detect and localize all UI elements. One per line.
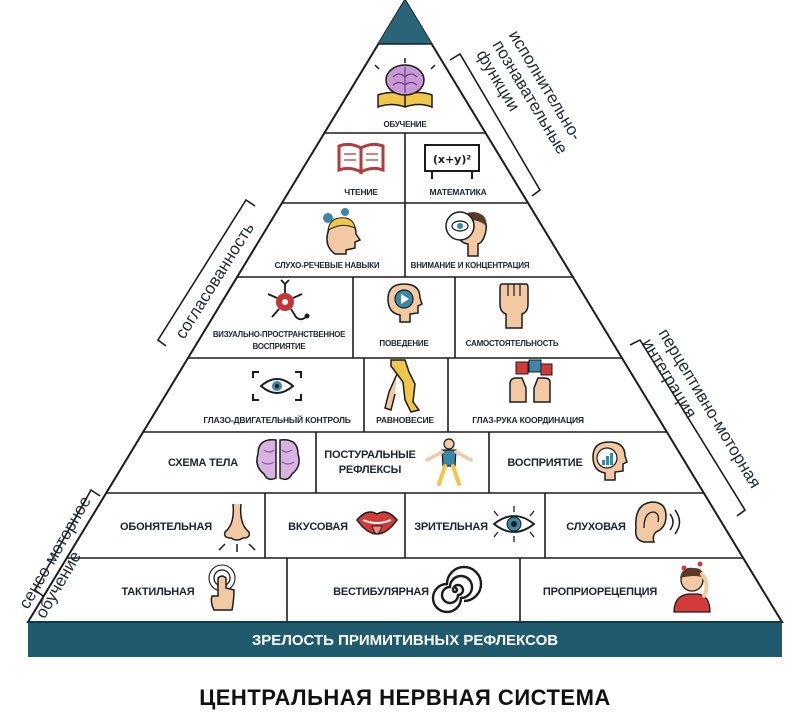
head-chart-icon (592, 441, 628, 481)
label-reading: ЧТЕНИЕ (344, 187, 378, 197)
open-book-icon (337, 142, 385, 175)
label-behavior: ПОВЕДЕНИЕ (379, 339, 429, 348)
label-visuospatial-line1: ВИЗУАЛЬНО-ПРОСТРАНСТВЕННОЕ (213, 330, 345, 339)
pyramid-apex (378, 0, 432, 44)
base-band (28, 622, 782, 657)
label-olfactory: ОБОНЯТЕЛЬНАЯ (120, 521, 212, 533)
label-vestibular: ВЕСТИБУЛЯРНАЯ (333, 586, 429, 598)
label-body-schema: СХЕМА ТЕЛА (168, 457, 238, 469)
mouth-tongue-icon (356, 511, 398, 535)
balancing-legs-icon (384, 359, 421, 413)
focused-person-icon (445, 211, 487, 257)
label-proprioception: ПРОПРИОРЕЦЕПЦИЯ (543, 586, 657, 598)
label-visual: ЗРИТЕЛЬНАЯ (414, 521, 488, 533)
neuron-icon (267, 279, 310, 321)
brain-icon (256, 439, 300, 481)
label-math: МАТЕМАТИКА (429, 187, 486, 197)
label-visuospatial-line2: ВОСПРИЯТИЕ (253, 342, 306, 351)
label-learning: ОБУЧЕНИЕ (384, 120, 428, 129)
footer-title: ЦЕНТРАЛЬНАЯ НЕРВНАЯ СИСТЕМА (199, 685, 611, 710)
spiral-icon (431, 565, 483, 614)
eye-icon (492, 506, 536, 542)
nose-icon (218, 503, 256, 552)
label-perception: ВОСПРИЯТИЕ (507, 457, 582, 469)
label-eye-hand: ГЛАЗ-РУКА КООРДИНАЦИЯ (472, 415, 584, 425)
label-gustatory: ВКУСОВАЯ (288, 521, 348, 533)
ear-icon (634, 501, 681, 543)
standing-figure-icon (425, 438, 473, 486)
label-auditory: СЛУХОВАЯ (566, 521, 626, 533)
brain-book-icon (374, 58, 436, 109)
formula-board-icon: (x+y)² (424, 144, 480, 179)
base-band-label: ЗРЕЛОСТЬ ПРИМИТИВНЫХ РЕФЛЕКСОВ (252, 632, 558, 649)
touch-finger-icon (208, 564, 236, 611)
speaking-head-icon (323, 208, 362, 255)
head-play-icon (387, 283, 423, 323)
label-postural-line1: ПОСТУРАЛЬНЫЕ (324, 449, 415, 461)
proprioception-person-icon (673, 561, 711, 613)
label-postural-line2: РЕФЛЕКСЫ (339, 464, 402, 476)
label-independence: САМОСТОЯТЕЛЬНОСТЬ (466, 339, 559, 348)
label-oculomotor: ГЛАЗО-ДВИГАТЕЛЬНЫЙ КОНТРОЛЬ (203, 414, 350, 425)
raised-fist-icon (499, 283, 529, 329)
label-auditory-speech: СЛУХО-РЕЧЕВЫЕ НАВЫКИ (275, 261, 380, 270)
svg-text:(x+y)²: (x+y)² (433, 153, 472, 166)
label-tactile: ТАКТИЛЬНАЯ (121, 586, 194, 598)
eye-focus-icon (252, 371, 302, 401)
label-balance: РАВНОВЕСИЕ (376, 415, 434, 425)
label-attention: ВНИМАНИЕ И КОНЦЕНТРАЦИЯ (411, 261, 530, 270)
hands-puzzle-icon (509, 359, 553, 403)
